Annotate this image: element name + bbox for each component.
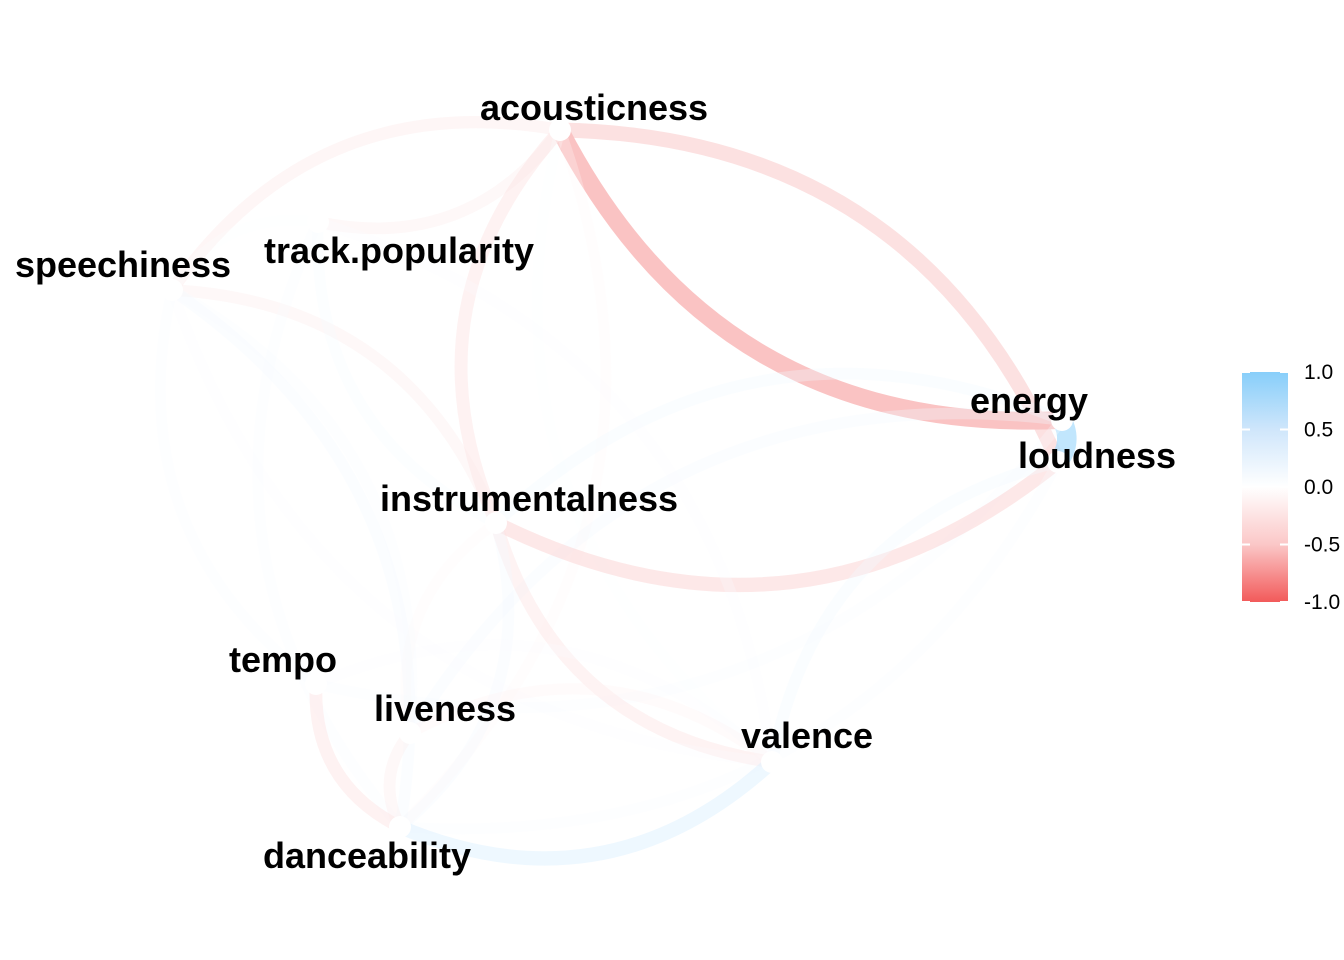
node-speechiness xyxy=(161,279,183,301)
edge-track-popularity-danceability xyxy=(252,216,406,833)
node-label-track-popularity: track.popularity xyxy=(264,230,534,271)
edge-instrumentalness-speechiness xyxy=(166,284,502,529)
edge-energy-tempo xyxy=(310,414,1068,714)
node-label-speechiness: speechiness xyxy=(15,244,231,285)
nodes-layer xyxy=(161,119,1073,838)
edge-instrumentalness-danceability xyxy=(394,517,515,833)
legend-tick-label: -0.5 xyxy=(1304,534,1340,557)
edge-energy-instrumentalness xyxy=(490,367,1068,529)
edge-danceability-valence xyxy=(392,754,780,866)
edge-acousticness-loudness xyxy=(552,122,1066,470)
edge-acousticness-energy xyxy=(551,121,1071,430)
node-label-danceability: danceability xyxy=(263,835,471,876)
legend-ticks: 1.0 0.5 0.0 -0.5 -1.0 xyxy=(1242,361,1340,614)
edge-loudness-instrumentalness xyxy=(488,454,1066,593)
node-acousticness xyxy=(549,119,571,141)
edge-acousticness-speechiness xyxy=(165,116,567,297)
edge-liveness-valence xyxy=(404,683,778,768)
node-track-popularity xyxy=(307,211,329,233)
edge-loudness-danceability xyxy=(394,456,1064,835)
node-label-instrumentalness: instrumentalness xyxy=(380,478,678,519)
edge-track-popularity-valence xyxy=(312,216,778,768)
node-tempo xyxy=(305,673,327,695)
node-valence xyxy=(761,751,783,773)
edge-acousticness-track-popularity xyxy=(312,124,566,235)
edge-tempo-danceability xyxy=(309,677,407,834)
node-liveness xyxy=(399,722,421,744)
node-label-liveness: liveness xyxy=(374,688,516,729)
edge-energy-liveness xyxy=(404,407,1068,739)
node-label-energy: energy xyxy=(970,380,1088,421)
edge-loudness-valence xyxy=(766,456,1064,768)
edge-instrumentalness-liveness xyxy=(400,517,502,739)
edge-speechiness-track-popularity xyxy=(166,215,324,296)
legend-tick-label: 0.5 xyxy=(1304,419,1333,442)
node-danceability xyxy=(389,816,411,838)
node-label-tempo: tempo xyxy=(229,639,337,680)
node-energy xyxy=(1051,409,1073,431)
edge-speechiness-tempo xyxy=(155,284,322,690)
edge-tempo-valence xyxy=(310,639,778,768)
edge-instrumentalness-valence xyxy=(489,516,779,769)
labels-layer: acousticness track.popularity speechiness e… xyxy=(15,87,1176,876)
edge-speechiness-liveness xyxy=(166,284,418,739)
node-loudness xyxy=(1047,451,1069,473)
legend-tick-label: 1.0 xyxy=(1304,361,1333,384)
legend-tick-label: -1.0 xyxy=(1304,591,1340,614)
edge-acousticness-instrumentalness xyxy=(454,123,567,530)
node-label-acousticness: acousticness xyxy=(480,87,708,128)
edge-acousticness-valence xyxy=(531,124,778,768)
edge-acousticness-danceability xyxy=(394,124,612,833)
legend-tick-label: 0.0 xyxy=(1304,476,1333,499)
node-label-loudness: loudness xyxy=(1018,435,1176,476)
edge-instrumentalness-track-popularity xyxy=(312,216,502,529)
edge-liveness-danceability xyxy=(383,727,416,833)
node-instrumentalness xyxy=(485,512,507,534)
edges-layer xyxy=(155,116,1077,866)
color-legend: 1.0 0.5 0.0 -0.5 -1.0 xyxy=(1242,361,1340,614)
node-label-valence: valence xyxy=(741,715,873,756)
edge-speechiness-valence xyxy=(166,284,778,768)
